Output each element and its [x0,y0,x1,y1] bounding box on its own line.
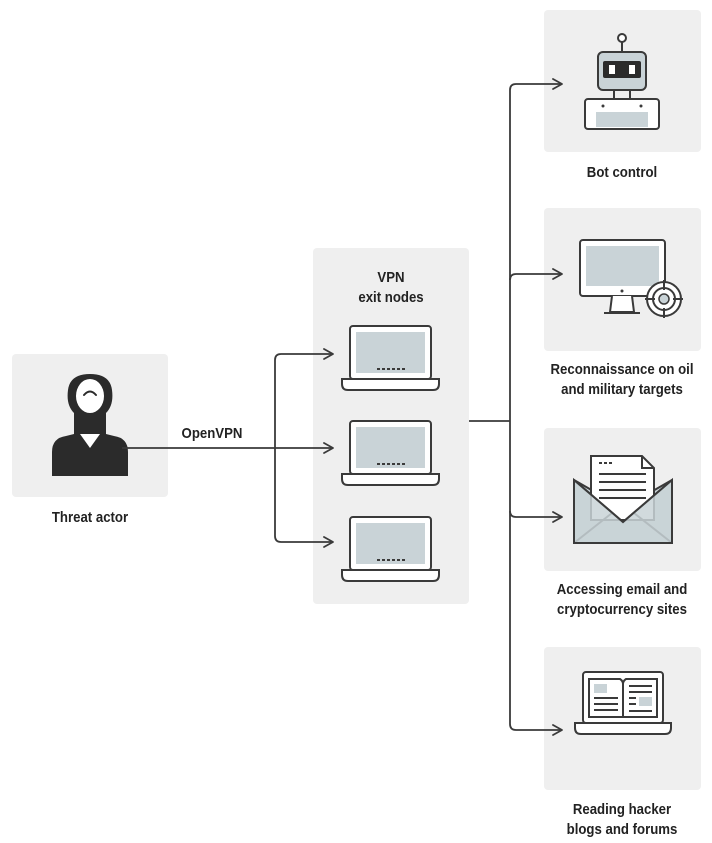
vpn-title-line2: exit nodes [358,289,424,306]
vpn-laptop-3 [341,516,440,582]
email-label-line1: Accessing email and [556,581,688,598]
robot-icon [584,33,660,130]
forums-label-line2: blogs and forums [566,821,678,838]
bot-control-label: Bot control [586,164,658,181]
vpn-laptop-1 [341,325,440,391]
recon-label-line2: and military targets [561,381,683,398]
open-book-laptop-icon [574,671,672,735]
vpn-title-line1: VPN [377,269,405,286]
forums-label-line1: Reading hacker [572,801,672,818]
email-label-line2: cryptocurrency sites [557,601,687,618]
hooded-person-icon [52,374,128,476]
threat-actor-label: Threat actor [51,509,129,526]
envelope-document-icon [573,455,673,544]
openvpn-edge-label: OpenVPN [181,425,243,442]
vpn-laptop-2 [341,420,440,486]
recon-label-line1: Reconnaissance on oil [550,361,694,378]
openvpn-connector [122,348,334,548]
targets-connector [469,78,563,736]
monitor-crosshair-icon [579,239,683,318]
